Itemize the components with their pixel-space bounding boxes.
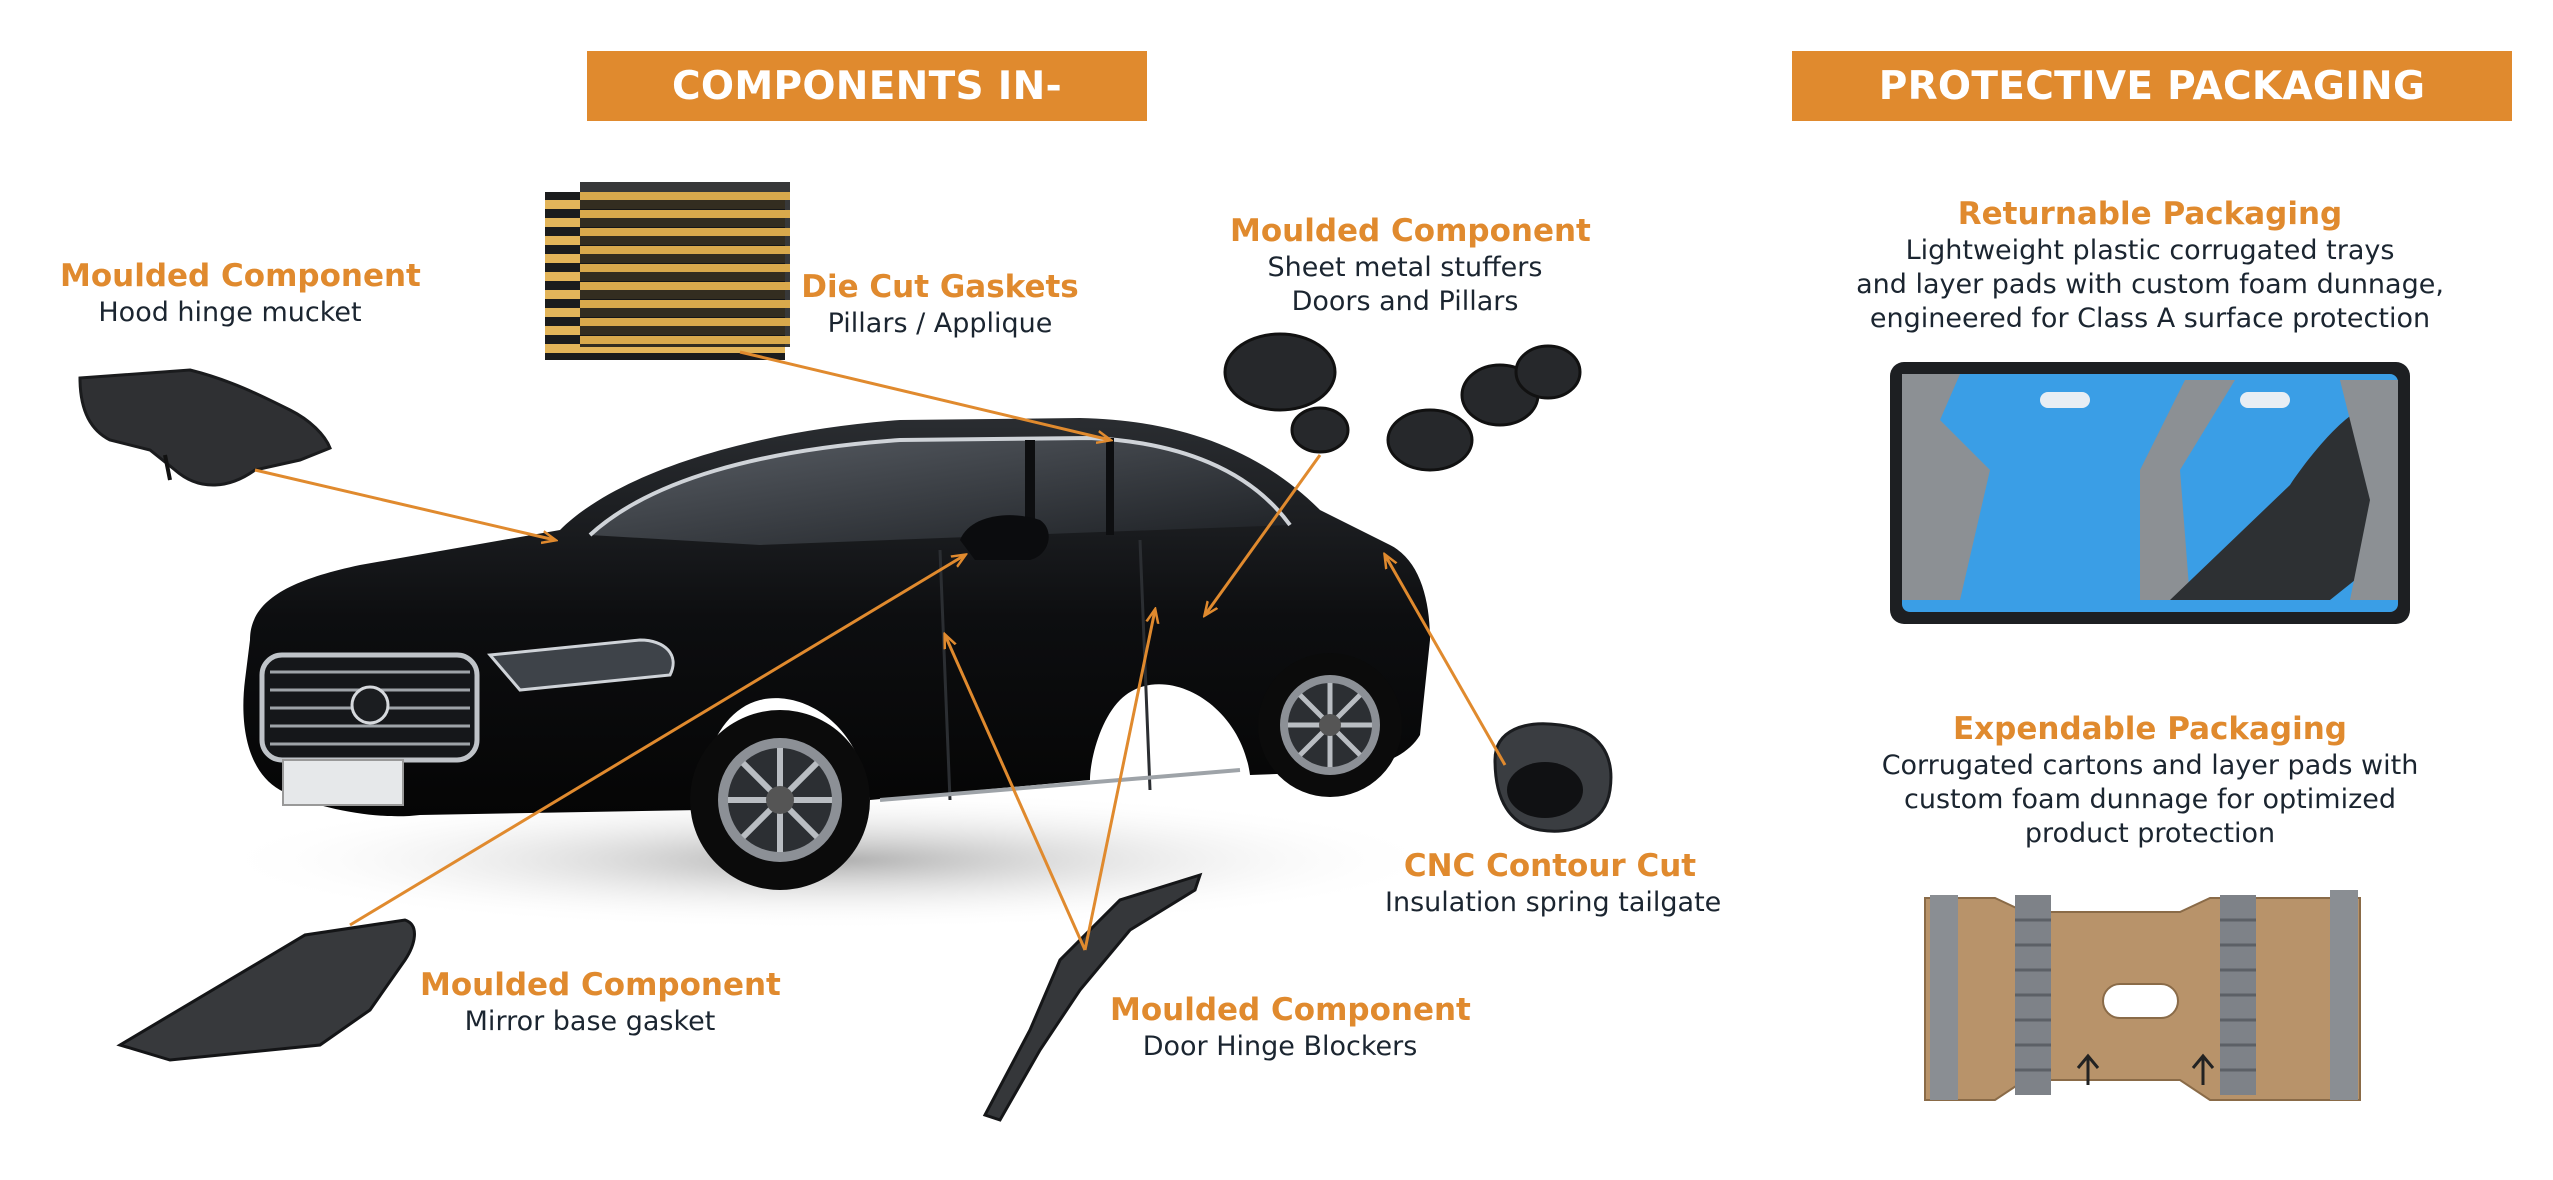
cnc-contour-callout: CNC Contour Cut Insulation spring tailga… <box>1385 846 1722 920</box>
components-in-vehicle-banner: COMPONENTS IN-VEHICLE <box>587 51 1147 181</box>
section-line: engineered for Class A surface protectio… <box>1869 303 2431 334</box>
protective-packaging-banner: PROTECTIVE PACKAGING SYSTEMS <box>1792 51 2512 181</box>
callout-title: Moulded Component <box>420 967 781 1003</box>
callout-title: Moulded Component <box>1230 213 1591 249</box>
rear-wheel <box>1258 653 1402 797</box>
door-hinge-blockers-callout: Moulded Component Door Hinge Blockers <box>1110 990 1471 1064</box>
callout-title: Die Cut Gaskets <box>801 269 1079 305</box>
callout-desc: Mirror base gasket <box>464 1006 716 1037</box>
returnable-packaging-callout: Returnable Packaging Lightweight plastic… <box>1820 194 2480 336</box>
car-plate <box>282 759 404 806</box>
arrow-up-icon <box>2076 1053 2215 1085</box>
hood-hinge-part <box>78 368 332 487</box>
callout-desc: Insulation spring tailgate <box>1385 887 1722 918</box>
mirror-base-gasket-part <box>116 918 416 1062</box>
returnable-tray-image <box>1890 362 2410 624</box>
leader-lines <box>254 350 1507 951</box>
sheet-metal-stuffers-callout: Moulded Component Sheet metal stuffers D… <box>1230 211 1591 319</box>
expendable-carton-image <box>1924 890 2361 1101</box>
section-line: custom foam dunnage for optimized <box>1904 784 2396 815</box>
car-window-trim <box>588 435 1292 537</box>
cnc-contour-part <box>1493 722 1613 833</box>
car-headlight <box>486 638 675 692</box>
door-hinge-blocker-part <box>982 872 1203 1122</box>
sedan-car <box>243 418 1430 890</box>
die-cut-gaskets-image <box>545 182 790 360</box>
callout-desc: Hood hinge mucket <box>98 297 362 328</box>
callout-desc: Pillars / Applique <box>827 308 1053 339</box>
front-wheel <box>690 710 870 890</box>
car-window <box>590 438 1290 545</box>
section-title: Returnable Packaging <box>1957 196 2343 232</box>
section-title: Expendable Packaging <box>1953 711 2347 747</box>
expendable-packaging-callout: Expendable Packaging Corrugated cartons … <box>1820 709 2480 851</box>
section-line: and layer pads with custom foam dunnage, <box>1856 269 2444 300</box>
callout-title: Moulded Component <box>60 258 421 294</box>
callout-desc: Door Hinge Blockers <box>1142 1031 1418 1062</box>
mirror-base-callout: Moulded Component Mirror base gasket <box>420 965 781 1039</box>
callout-desc: Sheet metal stuffers <box>1267 252 1543 283</box>
car-mirror <box>960 515 1049 560</box>
section-line: Lightweight plastic corrugated trays <box>1905 235 2395 266</box>
stuffers-image <box>1223 332 1582 472</box>
callout-title: CNC Contour Cut <box>1403 848 1697 884</box>
section-line: Corrugated cartons and layer pads with <box>1881 750 2419 781</box>
hood-hinge-callout: Moulded Component Hood hinge mucket <box>60 256 421 330</box>
section-line: product protection <box>2024 818 2276 849</box>
callout-title: Moulded Component <box>1110 992 1471 1028</box>
callout-desc: Doors and Pillars <box>1291 286 1519 317</box>
die-cut-gaskets-callout: Die Cut Gaskets Pillars / Applique <box>790 267 1090 341</box>
